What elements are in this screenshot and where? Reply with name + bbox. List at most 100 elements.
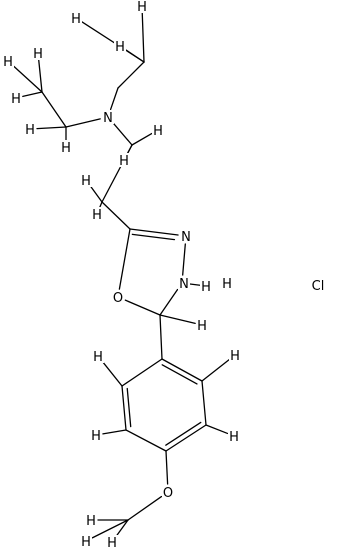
hydrogen-label-h21: H [86,514,96,529]
hydrogen-label-h11-backdrop [80,173,92,187]
hydrogen-label-h4: H [3,55,13,70]
bond-h-Cm1-h9 [131,132,153,146]
hydrogen-label-h8: H [61,141,71,156]
hydrogen-label-h7-backdrop [24,122,36,136]
hydrogen-label-h17: H [91,429,101,444]
hydrogen-label-h20: H [81,535,91,548]
atom-label-a_cl: Cl [312,279,325,294]
hydrogen-label-h13: H [201,280,211,295]
bond-C5-N4 [129,228,179,236]
atom-label-a_nh_ring-backdrop [178,276,190,290]
bond-Ar3-Ar4 [125,429,167,452]
bond-h-Ce1a-h7 [36,126,67,130]
atom-label-a_nh_ring: N [179,277,189,292]
hydrogen-label-h22: H [107,536,117,548]
hydrogen-label-h3-backdrop [136,0,148,13]
bond-h-Ar2-h16 [101,360,123,387]
bond-Ar4-Om [165,450,169,485]
bond-N4-N3 [182,243,186,276]
hydrogen-label-h13-backdrop [200,279,212,293]
bond-h-Cme-h22 [115,519,129,537]
bond-C5-N4-double [131,233,176,241]
atom-label-a_o_methoxy-backdrop [162,485,174,499]
hydrogen-label-h16: H [93,350,103,365]
hydrogen-label-h19-backdrop [228,429,240,443]
bond-h-N3-h13 [189,283,201,286]
bond-h-Cm2-h12 [99,201,103,209]
bond-C2-O1 [124,299,161,316]
atom-label-a_n_amine: N [103,111,113,126]
hydrogen-label-h19: H [229,430,239,445]
bond-h-Ce1b-h4 [12,65,43,93]
hydrogen-label-h9-backdrop [152,123,164,137]
bond-N3-C2 [159,288,179,316]
bond-h-Cme-h20 [91,519,129,539]
hydrogen-label-h1-backdrop [70,11,82,25]
bond-Ce2a-Ce2b [117,61,145,89]
bond-Ar4-Ar5-double [165,421,202,446]
hydrogen-label-h21-backdrop [85,513,97,527]
bond-N-Cm1 [112,122,133,146]
bond-h-Cm2-h11 [89,185,103,203]
hydrogen-label-h12-backdrop [91,207,103,221]
hydrogen-label-h12: H [92,208,102,223]
hydrogen-label-h14: H [222,277,232,292]
hydrogen-label-h14-backdrop [221,276,233,290]
bond-h-Ce2b-h2 [125,49,145,63]
bond-layer [12,12,231,539]
hydrogen-label-h10-backdrop [118,153,130,167]
bond-h-Ce2b-h3 [141,12,145,63]
bond-Cm2-C5 [101,201,131,230]
hydrogen-label-h17-backdrop [90,428,102,442]
bond-h-C2-h15 [159,314,196,325]
bond-Ar2-Ar3 [121,385,127,431]
hydrogen-label-h1: H [71,12,81,27]
bond-Ar1-Ar2 [121,358,163,387]
bond-Ce1a-Ce1b [41,91,67,128]
bond-N-Ce1a [65,118,101,128]
bond-Om-Cme [127,495,163,521]
hydrogen-label-h3: H [137,0,147,15]
bond-h-Ar5-h19 [205,424,229,435]
hydrogen-label-h18-backdrop [229,348,241,362]
hydrogen-label-h20-backdrop [80,534,92,548]
bond-Ar6-Ar1-double [161,364,198,385]
bond-C2-Ar1 [159,314,163,360]
atom-label-a_o_ring: O [113,291,123,306]
hydrogen-label-h10: H [119,154,129,169]
bond-h-Ar6-h18 [201,358,231,382]
hydrogen-label-h15: H [197,319,207,334]
atom-label-a_o_ring-backdrop [112,290,124,304]
bond-h-Ce1b-h6 [22,91,43,98]
hydrogen-label-h4-backdrop [2,54,14,68]
hydrogen-label-h2: H [115,40,125,55]
bond-h-Cm1-h10 [126,144,133,155]
bond-h-Ce1b-h5 [38,59,43,93]
hydrogen-label-h22-backdrop [106,535,118,548]
atom-label-a_n_ring: N [181,230,191,245]
hydrogen-label-h16-backdrop [92,349,104,363]
hydrogen-label-h9: H [153,124,163,139]
atom-label-a_cl-backdrop [312,278,324,292]
bond-O1-C5 [118,228,131,290]
hydrogen-label-h6: H [11,92,21,107]
bond-Ar4-Ar5 [165,424,207,452]
bond-h-Ar3-h17 [102,429,127,435]
bond-N-Ce2a [109,87,119,111]
hydrogen-label-h18: H [230,349,240,364]
hydrogen-label-h5: H [33,47,43,62]
atom-label-a_n_ring-backdrop [180,229,192,243]
hydrogen-label-h2-backdrop [114,39,126,53]
hydrogen-label-h6-backdrop [10,91,22,105]
hydrogen-label-h8-backdrop [60,140,72,154]
bond-Ar2-Ar3-double [126,387,132,428]
hydrogen-label-h15-backdrop [196,318,208,332]
bond-Ar6-Ar1 [161,358,203,382]
bond-Ar5-Ar6 [201,380,207,426]
hydrogen-label-h11: H [81,174,91,189]
hydrogen-label-h5-backdrop [32,46,44,60]
atom-label-a_o_methoxy: O [163,486,173,501]
atom-label-a_n_amine-backdrop [102,110,114,124]
